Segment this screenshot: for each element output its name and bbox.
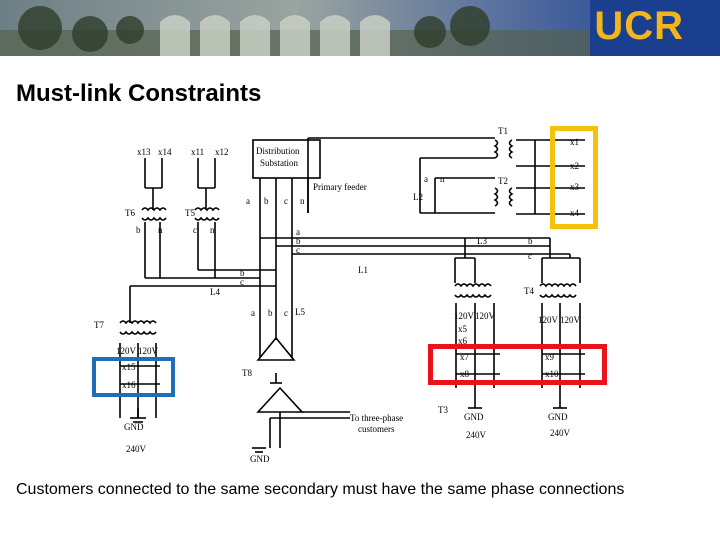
three-phase-label-line1: To three-phase <box>350 413 403 423</box>
phase-c-sub: c <box>284 196 288 206</box>
l2-label: L2 <box>413 192 423 202</box>
t8-gnd-label: GND <box>250 454 270 464</box>
customer-x11: x11 <box>191 147 204 157</box>
phase-b-t8: b <box>268 308 273 318</box>
customer-x13: x13 <box>137 147 151 157</box>
phase-c-bus: c <box>296 245 300 255</box>
customer-x4: x4 <box>570 208 580 218</box>
customer-x6: x6 <box>458 336 468 346</box>
phase-b-bus: b <box>296 236 301 246</box>
t1-label: T1 <box>498 126 508 136</box>
phase-n-t1: n <box>440 174 445 184</box>
customer-x14: x14 <box>158 147 172 157</box>
substation-label-line1: Distribution <box>256 146 300 156</box>
l1-label: L1 <box>358 265 368 275</box>
t3-240v-label: 240V <box>466 430 487 440</box>
t7-gnd-label: GND <box>124 422 144 432</box>
t3-voltage-right: 120V <box>475 311 496 321</box>
phase-c-t8: c <box>284 308 288 318</box>
t4-voltage-left: 120V <box>538 315 559 325</box>
customer-x3: x3 <box>570 182 580 192</box>
phase-c-t5: c <box>193 225 197 235</box>
phase-n-t6: n <box>158 225 163 235</box>
customer-x8: x8 <box>460 369 470 379</box>
t7-label: T7 <box>94 320 104 330</box>
highlight-blue-x15-x16 <box>92 357 175 397</box>
t6-label: T6 <box>125 208 135 218</box>
l4-label: L4 <box>210 287 220 297</box>
phase-a-sub: a <box>246 196 250 206</box>
phase-b-l4: b <box>240 268 245 278</box>
t2-label: T2 <box>498 176 508 186</box>
phase-b-t6: b <box>136 225 141 235</box>
t7-240v-label: 240V <box>126 444 147 454</box>
t4-label: T4 <box>524 286 534 296</box>
l5-label: L5 <box>295 307 305 317</box>
t4-gnd-label: GND <box>548 412 568 422</box>
t4-voltage-right: 120V <box>560 315 581 325</box>
t5-label: T5 <box>185 208 195 218</box>
customer-x9: x9 <box>545 352 555 362</box>
highlight-yellow-x1-x4 <box>550 126 598 229</box>
phase-a-t8: a <box>251 308 255 318</box>
t3-gnd-label: GND <box>464 412 484 422</box>
customer-x1: x1 <box>570 137 579 147</box>
phase-n-sub: n <box>300 196 305 206</box>
caption: Customers connected to the same secondar… <box>16 481 625 498</box>
t3-voltage-left: 120V <box>454 311 475 321</box>
phase-c-l4: c <box>240 277 244 287</box>
phase-a-bus: a <box>296 227 300 237</box>
circuit-diagram: Distribution Substation Primary feeder T… <box>94 126 585 464</box>
l3-label: L3 <box>477 236 487 246</box>
campus-photo <box>0 0 590 56</box>
customer-x12: x12 <box>215 147 229 157</box>
phase-b-l3: b <box>528 236 533 246</box>
customer-x16: x16 <box>122 380 136 390</box>
customer-x15: x15 <box>122 362 136 372</box>
customer-x5: x5 <box>458 324 468 334</box>
substation-label-line2: Substation <box>260 158 299 168</box>
highlight-red-x7-x10 <box>428 344 607 385</box>
customer-x2: x2 <box>570 161 579 171</box>
ucr-logo: UCR <box>594 4 684 48</box>
t4-240v-label: 240V <box>550 428 571 438</box>
customer-x10: x10 <box>545 369 559 379</box>
primary-feeder-label: Primary feeder <box>313 182 367 192</box>
header-banner: UCR <box>0 0 720 56</box>
phase-n-t5: n <box>210 225 215 235</box>
phase-c-l3: c <box>528 251 532 261</box>
phase-b-sub: b <box>264 196 269 206</box>
t7-voltage-right: 120V <box>138 346 159 356</box>
page-title: Must-link Constraints <box>16 80 262 107</box>
t7-voltage-left: 120V <box>116 346 137 356</box>
t8-label: T8 <box>242 368 252 378</box>
customer-x7: x7 <box>460 352 470 362</box>
three-phase-label-line2: customers <box>358 424 395 434</box>
phase-a-t1: a <box>424 174 428 184</box>
t3-label: T3 <box>438 405 448 415</box>
